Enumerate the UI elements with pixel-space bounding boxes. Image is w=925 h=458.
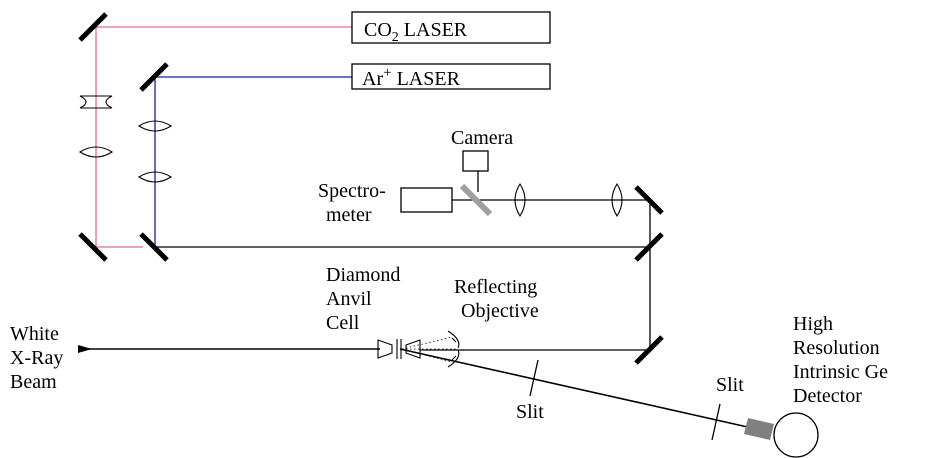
ar-beam-path bbox=[154, 76, 352, 247]
mirror-right-middle bbox=[634, 232, 664, 262]
objective-label: Reflecting Objective bbox=[454, 276, 542, 322]
diamond-anvil-cell bbox=[377, 339, 421, 359]
mirror-co2-top bbox=[78, 12, 108, 42]
converging-lens-co2 bbox=[78, 146, 114, 158]
spectrometer-box bbox=[400, 187, 453, 213]
dac-label-line1: Diamond bbox=[326, 264, 400, 286]
slit-2-label: Slit bbox=[716, 374, 744, 396]
spectrometer-label-line1: Spectro- bbox=[318, 180, 386, 202]
dac-label-line3: Cell bbox=[326, 312, 360, 334]
scattered-light-fan bbox=[401, 336, 456, 363]
xray-label: White X-Ray Beam bbox=[10, 323, 68, 393]
detector-crystal bbox=[744, 418, 774, 440]
detector-dewar bbox=[773, 412, 819, 458]
reflecting-objective bbox=[447, 330, 460, 368]
mirror-ar-bottom bbox=[139, 232, 169, 262]
dac-label-line2: Anvil bbox=[326, 288, 372, 310]
co2-laser-label: CO2 LASER bbox=[364, 19, 468, 45]
slit-2-mark bbox=[711, 403, 721, 441]
xray-label-line3: Beam bbox=[10, 371, 57, 393]
mirror-right-bottom bbox=[634, 335, 664, 365]
dac-label: Diamond Anvil Cell bbox=[326, 264, 405, 334]
spectrometer-label: Spectro- meter bbox=[318, 180, 391, 226]
xray-label-line1: White bbox=[10, 323, 59, 345]
ar-laser-box bbox=[351, 63, 551, 90]
mirror-right-top bbox=[634, 185, 664, 215]
camera-label: Camera bbox=[451, 127, 513, 149]
mirrors bbox=[78, 12, 664, 365]
converging-lens-ar-1 bbox=[137, 120, 173, 132]
detector-label-line4: Detector bbox=[793, 385, 862, 407]
converging-lens-ar-2 bbox=[137, 171, 173, 183]
converging-lens-horizontal-2 bbox=[611, 182, 623, 218]
diverging-lens bbox=[79, 95, 113, 109]
beamsplitter bbox=[459, 183, 493, 217]
ar-laser-label: Ar+ LASER bbox=[362, 65, 461, 90]
xray-label-line2: X-Ray bbox=[10, 347, 63, 369]
co2-laser-box bbox=[351, 11, 551, 44]
slit-1-label: Slit bbox=[516, 401, 544, 423]
xray-arrowhead bbox=[78, 345, 92, 353]
camera-box bbox=[462, 150, 489, 172]
detector-label-line3: Intrinsic Ge bbox=[793, 361, 888, 383]
diffracted-beam bbox=[399, 348, 753, 429]
converging-lens-horizontal-1 bbox=[514, 182, 526, 218]
objective-label-line1: Reflecting bbox=[454, 276, 537, 298]
detector-label: High Resolution Intrinsic Ge Detector bbox=[793, 313, 893, 407]
mirror-co2-bottom bbox=[78, 232, 108, 262]
detector-label-line1: High bbox=[793, 313, 833, 335]
objective-label-line2: Objective bbox=[461, 300, 539, 322]
detector-label-line2: Resolution bbox=[793, 337, 880, 359]
slit-1-mark bbox=[529, 359, 539, 397]
co2-beam-path bbox=[95, 26, 352, 248]
mirror-ar-top bbox=[139, 62, 169, 92]
spectrometer-label-line2: meter bbox=[326, 204, 372, 226]
